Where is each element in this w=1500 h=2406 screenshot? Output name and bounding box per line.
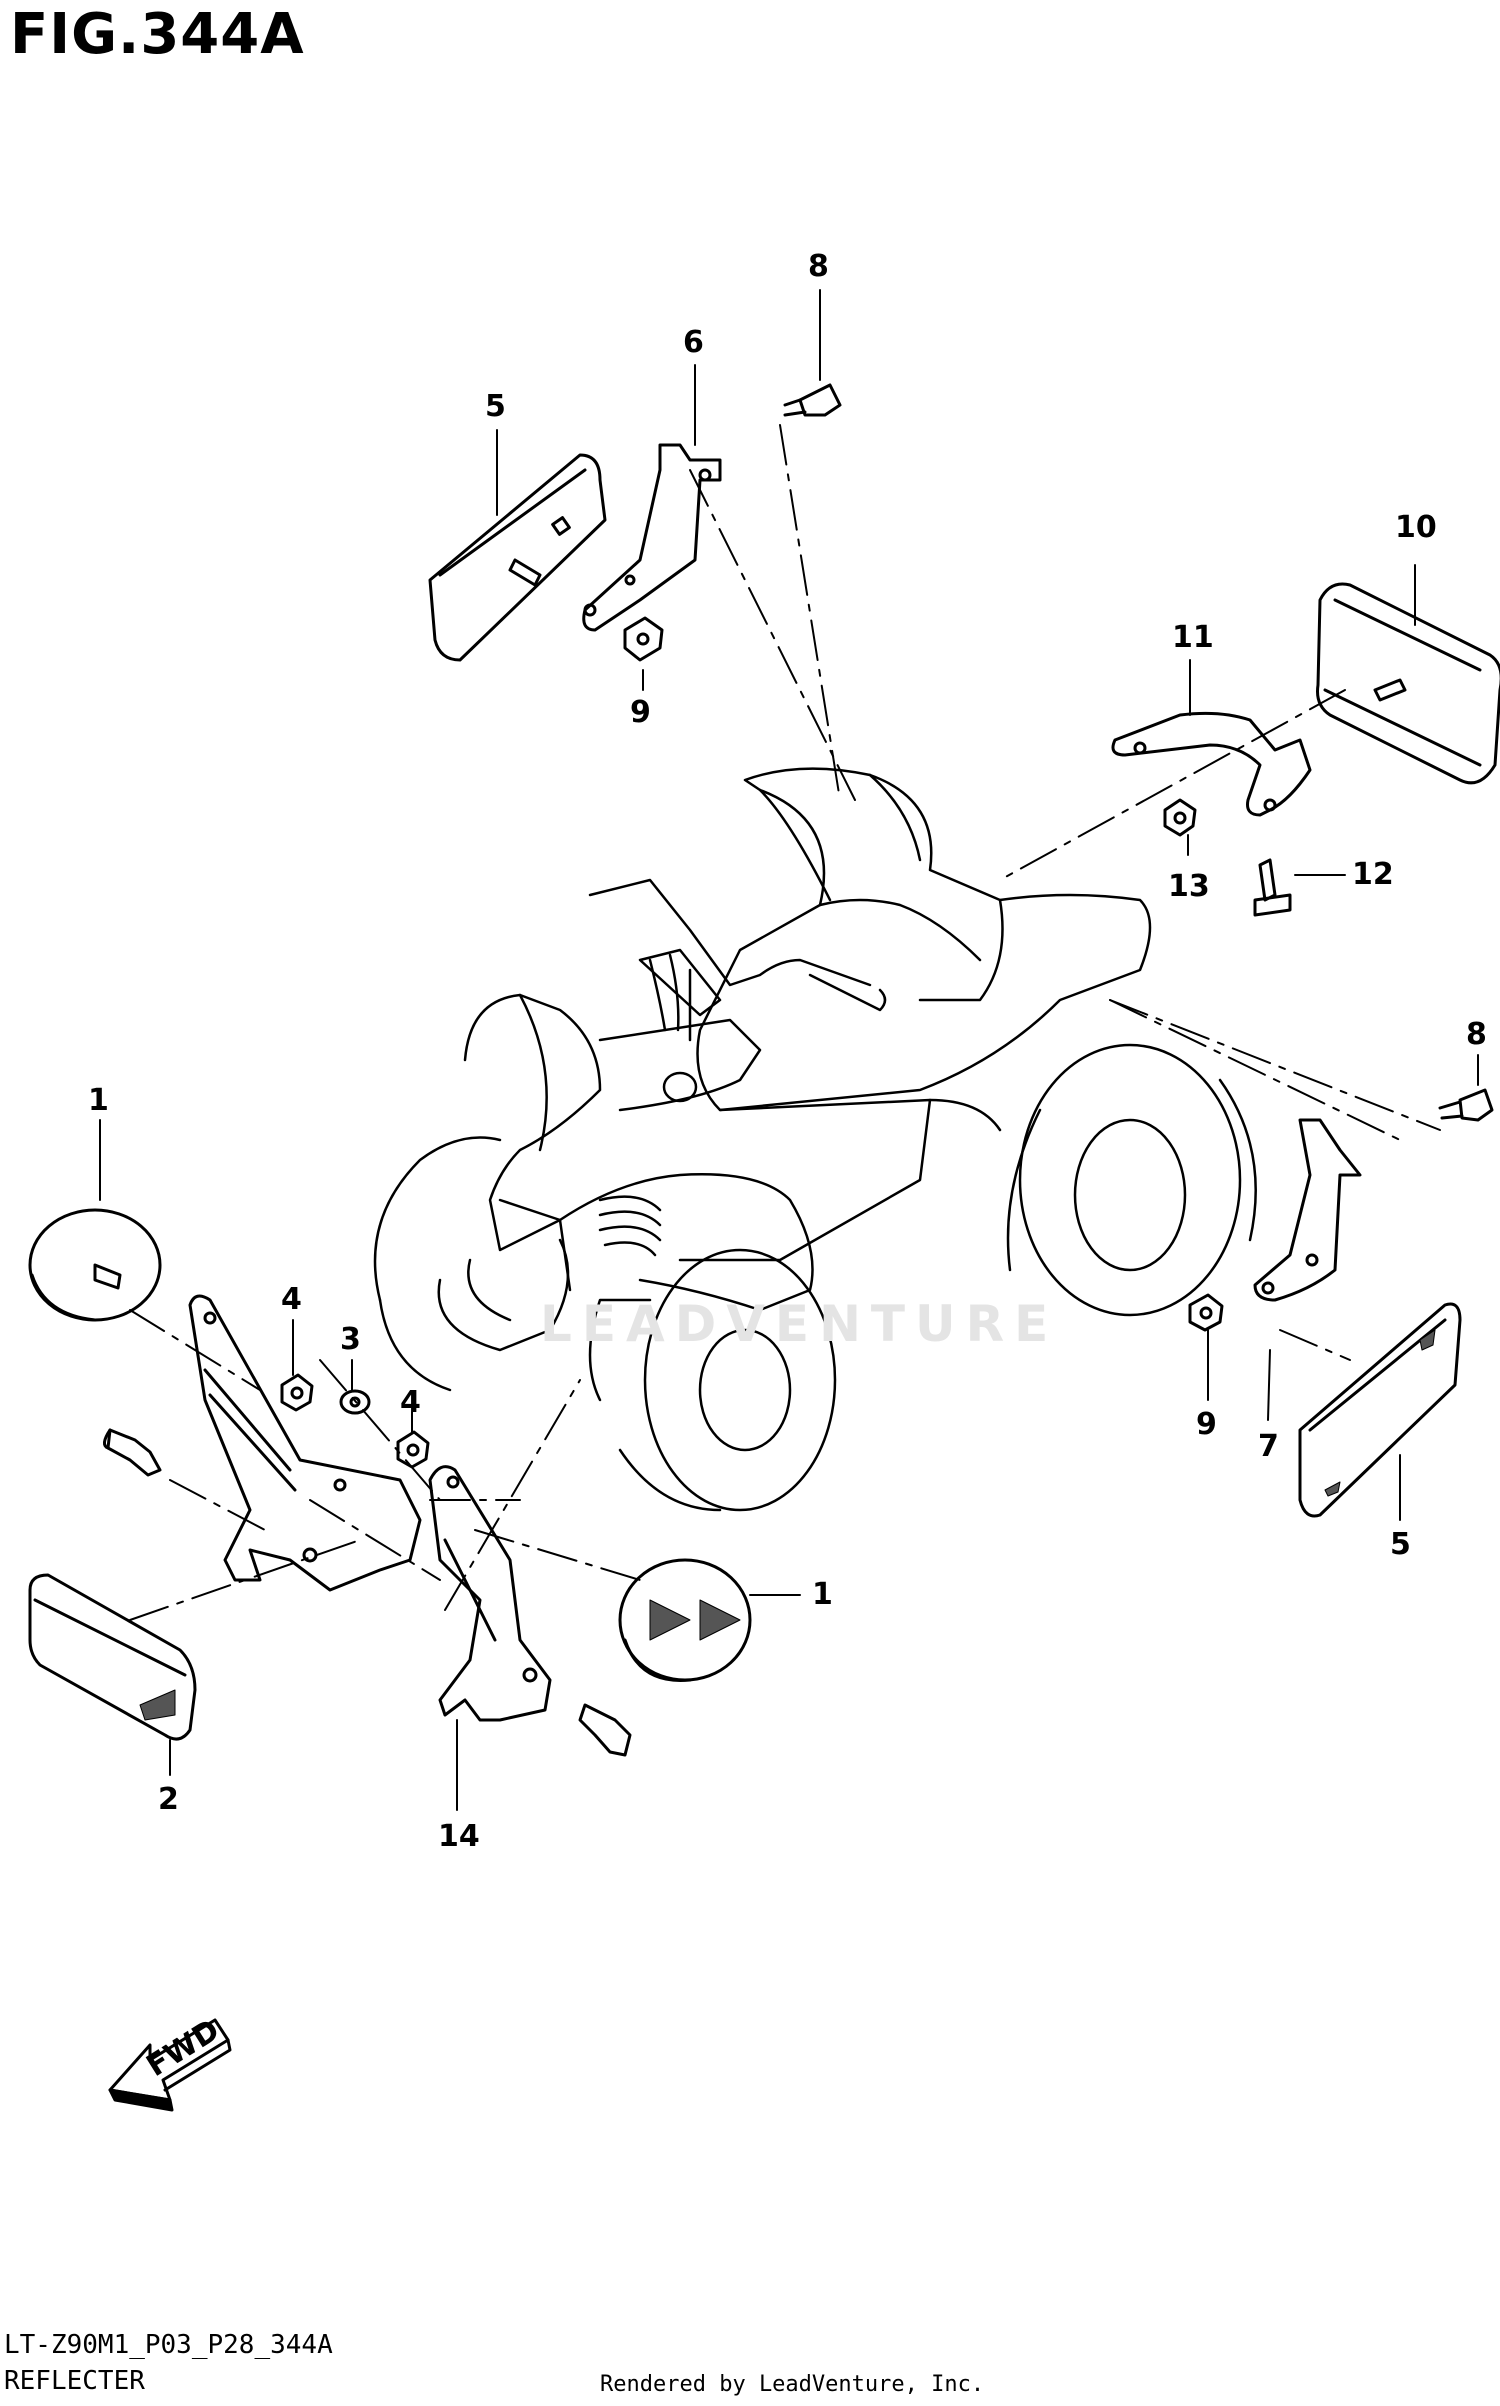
nut-13 (1163, 798, 1197, 837)
reflector-stud (508, 558, 542, 587)
bracket-11 (1111, 711, 1312, 817)
callout-4-upper: 4 (281, 1282, 302, 1317)
screw-12 (1253, 858, 1292, 917)
bracket-left (188, 1294, 422, 1592)
round-reflector-1-left (28, 1208, 162, 1322)
figure-name: REFLECTER (4, 2366, 145, 2396)
callout-3: 3 (340, 1322, 361, 1357)
callout-12: 12 (1352, 857, 1394, 892)
reflector-5-right (1298, 1302, 1462, 1518)
callout-6: 6 (683, 325, 704, 360)
callout-9-top: 9 (630, 695, 651, 730)
leader-lines (129, 424, 1441, 1621)
reflector-10 (1316, 582, 1500, 785)
bracket-6 (582, 443, 722, 632)
rendered-by-credit: Rendered by LeadVenture, Inc. (600, 2372, 985, 2397)
bolt-8-right (1438, 1088, 1494, 1122)
callout-1-left: 1 (88, 1083, 109, 1118)
reflector-2 (28, 1573, 197, 1741)
bolt-right (578, 1703, 632, 1757)
washer-3 (339, 1389, 371, 1415)
callout-14: 14 (438, 1819, 480, 1854)
callout-5-top: 5 (485, 389, 506, 424)
callout-13: 13 (1168, 869, 1210, 904)
callout-10: 10 (1395, 510, 1437, 545)
fwd-label: FWD (141, 2013, 226, 2084)
callout-4-lower: 4 (400, 1385, 421, 1420)
bracket-7 (1253, 1118, 1362, 1302)
callout-ticks (99, 289, 1479, 1811)
figure-title: FIG.344A (10, 2, 305, 67)
callout-5-right: 5 (1390, 1527, 1411, 1562)
nut-9-right (1188, 1293, 1224, 1332)
fwd-arrow: FWD (108, 2013, 232, 2112)
watermark: LEADVENTURE (540, 1295, 1059, 1353)
nut-9-top (623, 616, 664, 662)
atv-outline (373, 767, 1257, 1512)
callout-1-right: 1 (812, 1577, 833, 1612)
bracket-14 (428, 1465, 552, 1722)
callout-7: 7 (1258, 1429, 1279, 1464)
callout-11: 11 (1172, 620, 1214, 655)
figure-code: LT-Z90M1_P03_P28_344A (4, 2330, 333, 2360)
nut-4-upper (280, 1373, 314, 1412)
callout-9-right: 9 (1196, 1407, 1217, 1442)
callout-2: 2 (158, 1782, 179, 1817)
bolt-8-top (783, 383, 842, 417)
callout-8-right: 8 (1466, 1017, 1487, 1052)
round-reflector-1-right (618, 1558, 752, 1682)
nut-4-lower (396, 1430, 430, 1469)
callout-8-top: 8 (808, 249, 829, 284)
reflector-5-top (428, 453, 607, 662)
bolt-left (103, 1428, 162, 1477)
